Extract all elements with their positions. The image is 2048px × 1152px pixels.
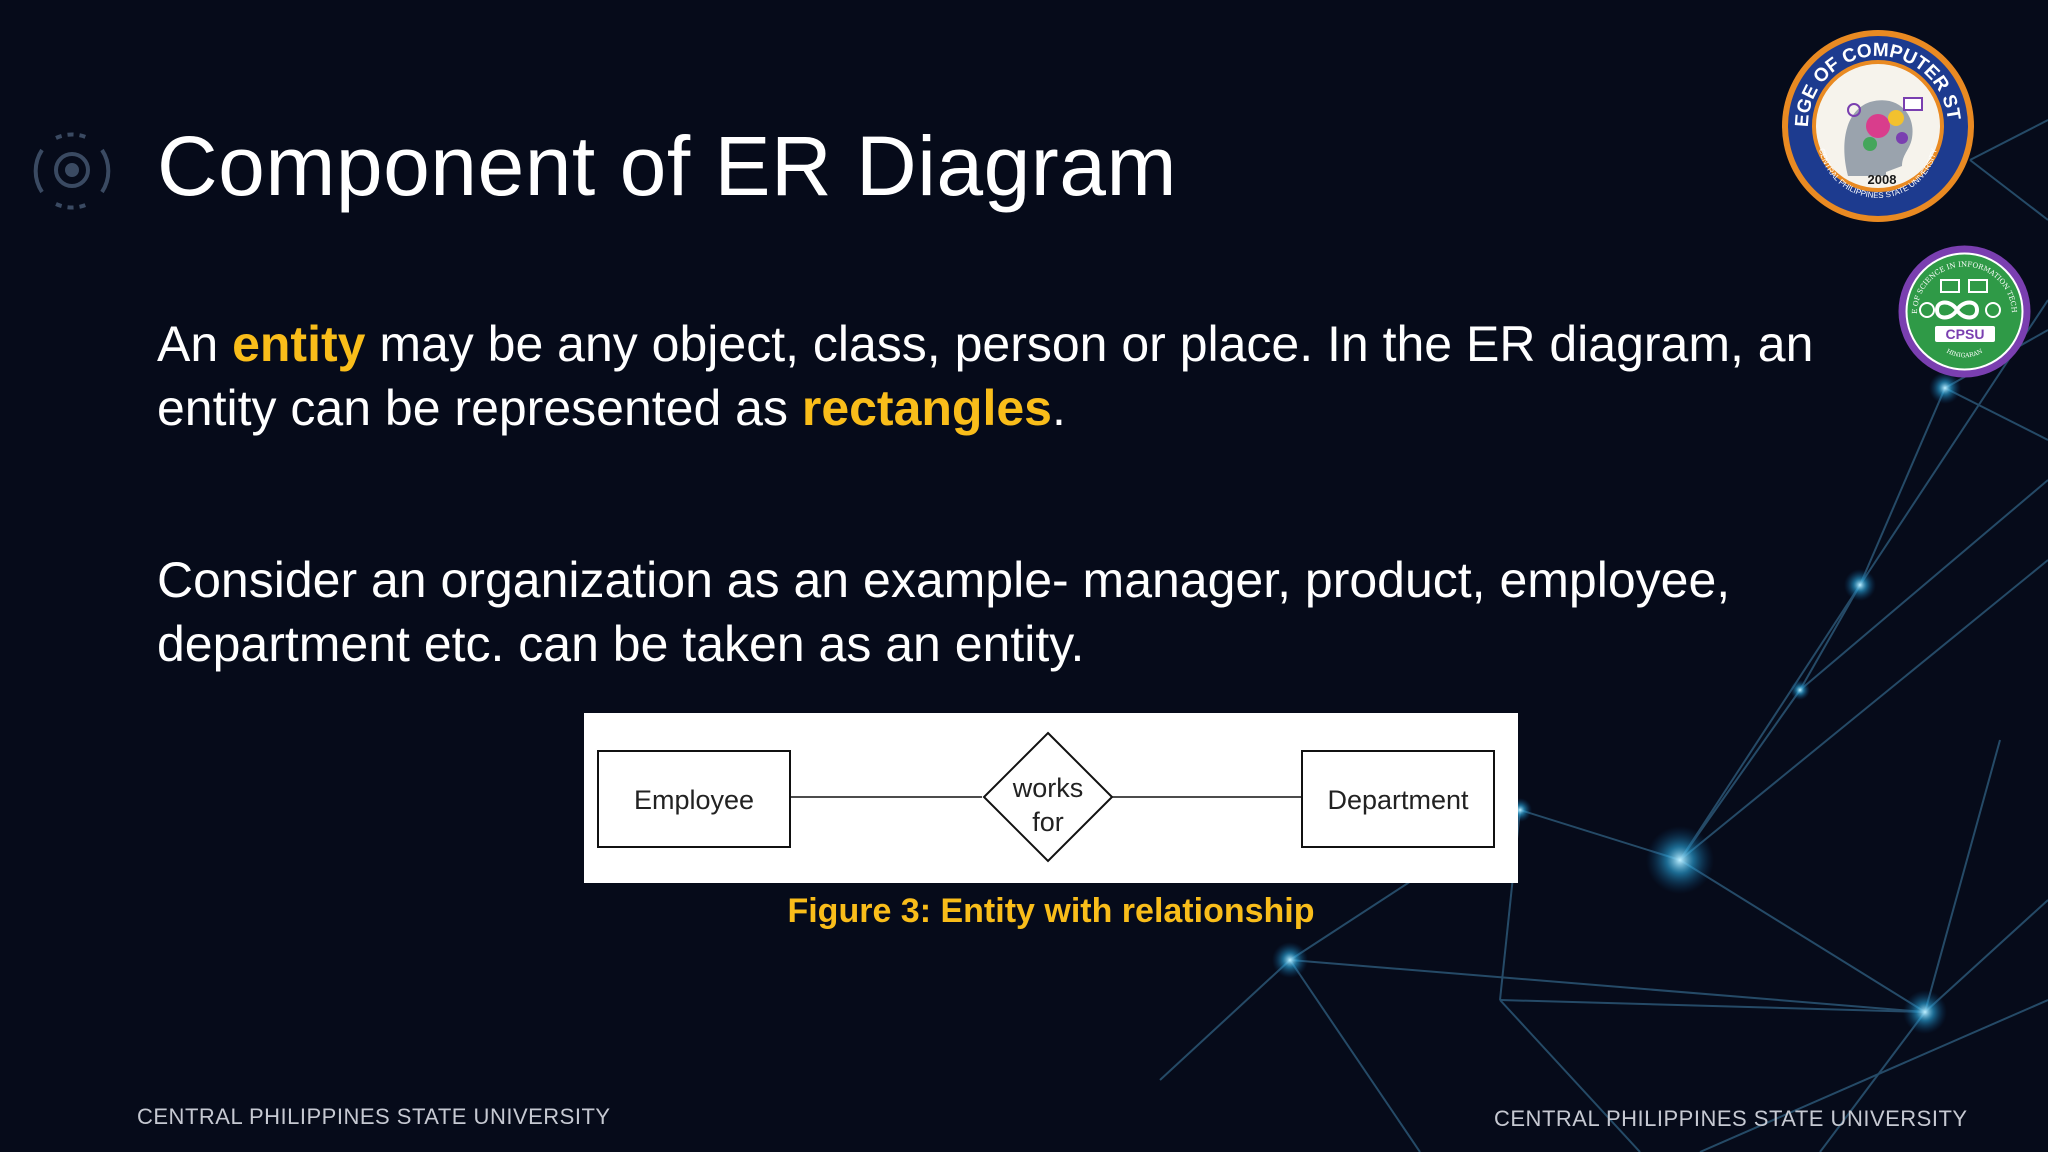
para1-text-2: may be any object, class, person or plac… bbox=[157, 316, 1814, 436]
highlight-rectangles: rectangles bbox=[801, 380, 1052, 436]
cpsu-seal-bottom-text: HINIGARAN bbox=[1945, 348, 1984, 360]
entity-label-left: Employee bbox=[634, 785, 754, 815]
entity-box-right bbox=[1301, 750, 1495, 848]
ccs-seal-year: 2008 bbox=[1868, 172, 1897, 187]
svg-text:HINIGARAN: HINIGARAN bbox=[1945, 348, 1984, 360]
para1-text-3: . bbox=[1051, 380, 1066, 436]
footer-university-left: CENTRAL PHILIPPINES STATE UNIVERSITY bbox=[137, 1104, 611, 1129]
slide-title: Component of ER Diagram bbox=[157, 119, 1177, 213]
entity-definition-paragraph: An entity may be any object, class, pers… bbox=[157, 312, 1877, 440]
figure-caption: Figure 3: Entity with relationship bbox=[787, 892, 1315, 930]
er-diagram-figure: Employee works for Department bbox=[584, 713, 1518, 883]
example-paragraph: Consider an organization as an example- … bbox=[157, 552, 1731, 672]
entity-label-right: Department bbox=[1327, 785, 1469, 815]
entity-box-left bbox=[597, 750, 791, 848]
para1-text-1: An bbox=[157, 316, 233, 372]
footer-university-right: CENTRAL PHILIPPINES STATE UNIVERSITY bbox=[1494, 1106, 1968, 1131]
relationship-diamond bbox=[982, 731, 1114, 863]
eye-icon bbox=[33, 132, 111, 210]
cpsu-seal-logo: COLLEGE OF SCIENCE IN INFORMATION TECHNO… bbox=[1897, 244, 2031, 378]
highlight-entity: entity bbox=[232, 316, 366, 372]
ccs-seal-logo: COLLEGE OF COMPUTER STUDIES CENTRAL PHIL… bbox=[1778, 26, 1974, 222]
relationship-label-line2: for bbox=[1032, 807, 1064, 837]
cpsu-seal-name: CPSU bbox=[1946, 326, 1985, 342]
relationship-label-line1: works bbox=[1012, 773, 1084, 803]
er-diagram: Employee works for Department bbox=[597, 731, 1495, 863]
